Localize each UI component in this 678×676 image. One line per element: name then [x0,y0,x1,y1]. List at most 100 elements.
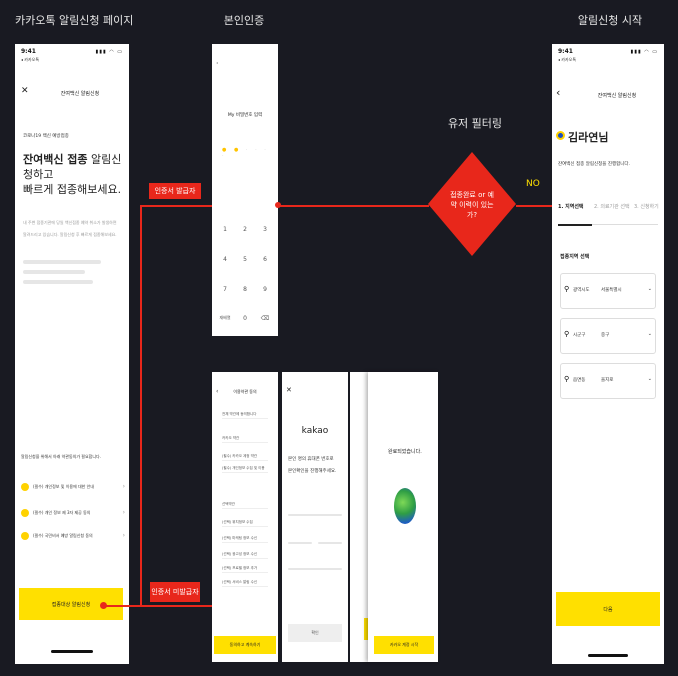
chevron-right-icon: › [122,483,125,490]
nav-title: 잔여백신 알림신청 [597,93,637,99]
close-icon[interactable]: ✕ [21,86,29,96]
keypad-key[interactable]: 1 [223,226,227,233]
auth-label: 인증서 발급자 [149,183,201,199]
keypad-key[interactable]: 2 [243,226,247,233]
verified-icon [556,131,565,140]
no-label: NO [526,179,540,189]
decision-diamond [428,152,516,256]
terms-notice: 알림신청을 위해서 아래 약관동의가 필요합니다. [21,454,101,459]
terms-row[interactable]: (필수) 카카오 계정 약관 [222,452,268,461]
flow-start-dot [100,602,107,609]
status-time: 9:41 [21,48,36,55]
confirm-button[interactable]: 확인 [288,624,342,642]
terms-row[interactable]: (선택) 프로필 정보 추가 [222,564,268,573]
step-hospital[interactable]: 2. 의료기관 선택 [594,204,630,210]
location-pin-icon: ⚲ [564,375,570,383]
flow-connector [104,605,212,607]
flow-connector [140,205,142,606]
dropdown-value: 서울특별시 [601,288,622,293]
neighborhood-dropdown[interactable]: ⚲ 읍면동 을지로 ⌄ [560,363,656,399]
back-to-kakaotalk[interactable]: ◂ 카카오톡 [558,57,576,62]
back-icon[interactable]: ‹ [216,388,219,395]
back-to-kakaotalk[interactable]: ◂ 카카오톡 [21,57,39,62]
keypad-key[interactable]: 6 [263,256,267,263]
terms-row[interactable]: (선택) 마케팅 정보 수신 [222,534,268,543]
step-progress-bar [558,224,592,226]
verification-text-line2: 본인확인을 진행해주세요. [288,469,337,474]
region-dropdown[interactable]: ⚲ 광역시도 서울특별시 ⌄ [560,273,656,309]
title-user-filtering: 유저 필터링 [447,117,503,130]
flow-connector [140,205,212,207]
description-line1: 내 주변 접종기관에 당일 백신접종 예약 취소가 발생하면 [23,220,117,225]
keypad-key[interactable]: ⌫ [260,315,270,322]
terms-label: (필수) 국민비서 예방 알림신청 동의 [33,533,93,538]
keypad-key[interactable]: 7 [223,286,227,293]
chevron-down-icon: ⌄ [647,376,652,382]
description-line2: 알려드리고 있습니다. 알림신청 후 빠르게 접종해보세요. [23,232,117,237]
district-dropdown[interactable]: ⚲ 시군구 중구 ⌄ [560,318,656,354]
verification-text-line1: 본인 명의 휴대폰 번호로 [288,457,334,462]
nav-title: 잔여백신 알림신청 [60,91,100,97]
heading-normal: 알림신청하고 [23,153,122,181]
terms-row[interactable]: (선택) 서비스 알림 수신 [222,578,268,587]
phone-terms-agreement: ‹ 이용약관 동의 전체 약관에 동의합니다 카카오 약관 (필수) 카카오 계… [212,372,278,662]
keypad-key[interactable]: 4 [223,256,227,263]
dropdown-label: 읍면동 [573,378,586,383]
terms-label: (필수) 개인정보 및 이용에 대한 안내 [33,484,94,489]
flow-connector [277,205,429,207]
status-icons: ▮▮▮ ◠ ▭ [95,49,123,55]
step-region[interactable]: 1. 지역선택 [558,204,584,210]
next-button[interactable]: 다음 [556,592,660,626]
small-heading: 코로나19 백신 예방접종 [23,134,69,139]
phone-completion: 완료되었습니다. 카카오 계정 시작 [368,372,438,662]
kakao-logo: kakao [301,426,329,436]
password-dots: ● ● · · · · [222,147,269,159]
keypad-key[interactable]: 8 [243,286,247,293]
step-track [592,224,658,225]
terms-row[interactable]: (선택) 위치정보 수집 [222,518,268,527]
keypad-key[interactable]: 0 [243,315,247,322]
terms-row[interactable]: 전체 약관에 동의합니다 [222,410,268,419]
apply-notification-button[interactable]: 접종대상 알림신청 [19,588,123,620]
chevron-right-icon: › [122,509,125,516]
step-apply[interactable]: 3. 신청하기 [634,204,659,210]
check-icon [21,483,29,491]
password-header: My 비밀번호 입력 [227,113,263,118]
close-icon[interactable]: ✕ [286,386,292,394]
nav-title: 이용약관 동의 [233,389,257,394]
home-indicator [51,650,93,653]
heading-bold: 잔여백신 접종 [23,153,88,166]
location-pin-icon: ⚲ [564,330,570,338]
input-field[interactable] [288,542,312,544]
terms-item[interactable]: (필수) 개인 정보 제 3자 제공 동의 › [21,508,125,518]
home-indicator [588,654,628,657]
phone-notification-start: 9:41 ▮▮▮ ◠ ▭ ◂ 카카오톡 ‹ 잔여백신 알림신청 김라연님 잔여백… [552,44,664,664]
terms-item[interactable]: (필수) 개인정보 및 이용에 대한 안내 › [21,482,125,492]
terms-row: 선택약관 [222,500,268,509]
keypad-key[interactable]: 3 [263,226,267,233]
dropdown-label: 광역시도 [573,288,590,293]
agree-continue-button[interactable]: 동의하고 계속하기 [214,636,276,654]
back-icon[interactable]: ‹ [556,86,561,99]
terms-item[interactable]: (필수) 국민비서 예방 알림신청 동의 › [21,531,125,541]
input-field[interactable] [318,542,342,544]
title-notification-page: 카카오톡 알림신청 페이지 [15,14,134,27]
decision-diamond-shape [428,152,516,256]
start-kakao-button[interactable]: 카카오 계정 시작 [374,636,434,654]
placeholder-bar [23,260,101,264]
keypad-key[interactable]: 재배열 [219,315,231,320]
input-field[interactable] [288,568,342,570]
heading-line2: 빠르게 접종해보세요. [23,183,122,196]
terms-row[interactable]: (선택) 광고성 정보 수신 [222,550,268,559]
chevron-down-icon: ⌄ [647,286,652,292]
keypad-key[interactable]: 9 [263,286,267,293]
terms-row: 카카오 약관 [222,434,268,443]
status-time: 9:41 [558,48,573,55]
terms-row[interactable]: (필수) 개인정보 수집 및 이용 [222,464,268,473]
title-notification-start: 알림신청 시작 [577,14,643,27]
input-field[interactable] [288,514,342,516]
chevron-right-icon: › [122,532,125,539]
user-name: 김라연님 [568,131,609,144]
keypad-key[interactable]: 5 [243,256,247,263]
title-identity-verification: 본인인증 [223,14,265,27]
